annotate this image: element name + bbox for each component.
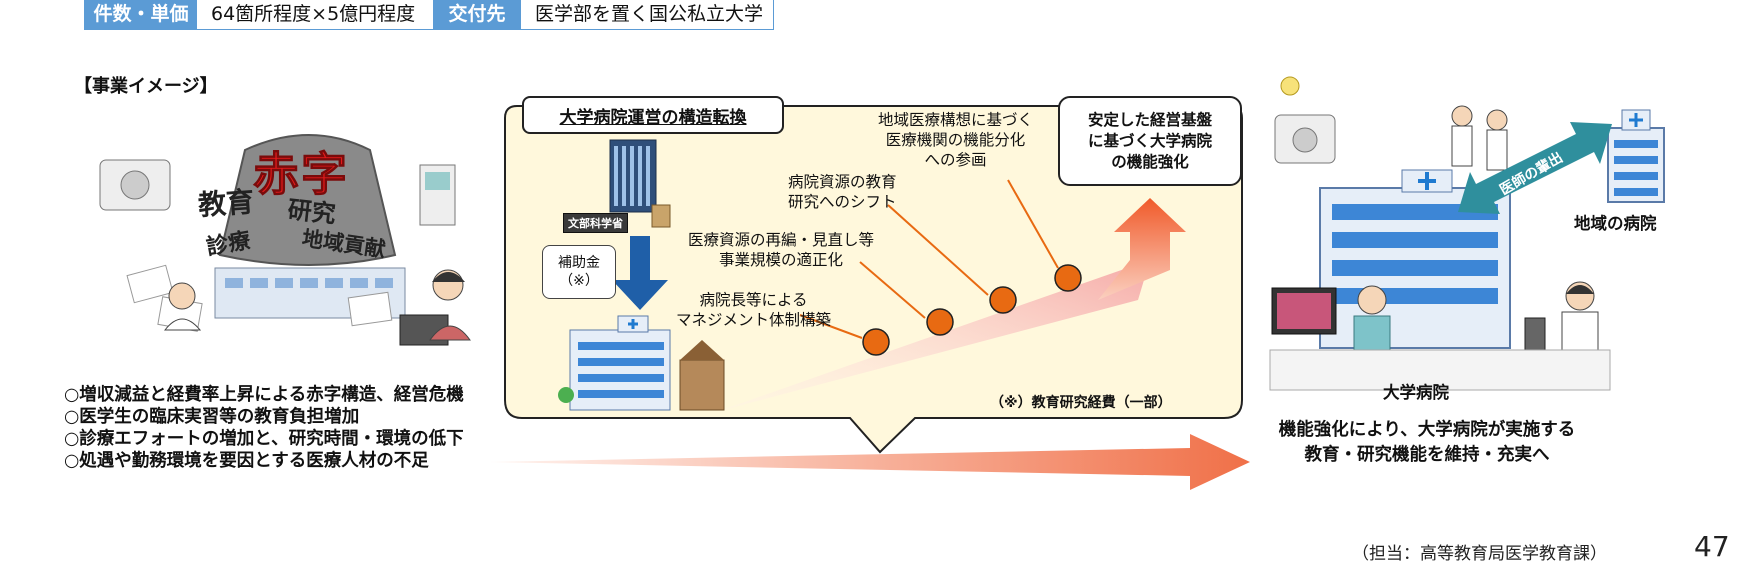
- goal-line: の機能強化: [1111, 152, 1189, 171]
- step-line: 病院長等による: [699, 291, 808, 309]
- problem-item: ○医学生の臨床実習等の教育負担増加: [64, 407, 360, 427]
- info-label-recipient: 交付先: [433, 0, 521, 29]
- tag-education: 教育: [197, 185, 256, 222]
- info-value-count: 64箇所程度×5億円程度: [197, 0, 433, 29]
- deficit-weight-illustration: [99, 134, 471, 346]
- tag-community: 地域貢献: [300, 226, 388, 262]
- step-connectors: [799, 179, 1059, 339]
- subsidy-footnote: （※）教育研究経費（一部）: [990, 395, 1172, 411]
- university-hospital-label: 大学病院: [1383, 383, 1449, 402]
- growth-up-arrow: [1098, 198, 1186, 300]
- outcome-arrow: [490, 434, 1250, 490]
- info-table: 件数・単価 64箇所程度×5億円程度 交付先 医学部を置く国公私立大学: [84, 0, 774, 30]
- problem-item: ○処遇や勤務環境を要因とする医療人材の不足: [64, 451, 429, 471]
- step-dots: [862, 264, 1082, 356]
- title-text: 大学病院運営の構造転換: [559, 107, 747, 128]
- tag-clinical: 診療: [204, 228, 253, 261]
- deficit-illustration: 赤字 教育 研究 診療 地域貢献: [88, 128, 508, 358]
- department-footer: （担当：高等教育局医学教育課）: [1352, 544, 1607, 562]
- university-hospital-illustration: [1269, 76, 1611, 391]
- step-restructure: 医療資源の再編・見直し等 事業規模の適正化: [688, 230, 874, 270]
- conclusion-line: 機能強化により、大学病院が実施する: [1278, 420, 1576, 440]
- problem-list: ○増収減益と経費率上昇による赤字構造、経営危機 ○医学生の臨床実習等の教育負担増…: [64, 384, 464, 472]
- goal-line: に基づく大学病院: [1087, 131, 1212, 150]
- subsidy-label: 補助金: [558, 255, 600, 271]
- structural-transformation-title: 大学病院運営の構造転換: [522, 96, 784, 134]
- ministry-label: 文部科学省: [563, 213, 628, 233]
- step-line: 医療機関の機能分化: [885, 131, 1026, 149]
- goal-line: 安定した経営基盤: [1087, 110, 1212, 129]
- info-value-recipient: 医学部を置く国公私立大学: [521, 0, 773, 29]
- info-label-count: 件数・単価: [85, 0, 197, 29]
- step-line: への参画: [924, 151, 987, 169]
- ministry-building: [609, 139, 671, 228]
- exchange-arrow: [1458, 122, 1612, 214]
- step-line: 病院資源の教育: [788, 173, 897, 191]
- step-management: 病院長等による マネジメント体制構築: [676, 290, 831, 330]
- growth-beam: [716, 260, 1150, 412]
- subsidy-box: 補助金 （※）: [542, 245, 616, 299]
- university-campus: [558, 315, 725, 411]
- page-number: 47: [1694, 530, 1730, 562]
- problem-item: ○増収減益と経費率上昇による赤字構造、経営危機: [64, 385, 464, 405]
- step-line: 地域医療構想に基づく: [878, 111, 1034, 129]
- step-shift: 病院資源の教育 研究へのシフト: [788, 172, 897, 212]
- step-regional-plan: 地域医療構想に基づく 医療機関の機能分化 への参画: [878, 110, 1033, 170]
- step-line: マネジメント体制構築: [676, 311, 832, 329]
- problem-item: ○診療エフォートの増加と、研究時間・環境の低下: [64, 429, 464, 449]
- step-line: 事業規模の適正化: [719, 251, 844, 269]
- step-line: 医療資源の再編・見直し等: [688, 231, 875, 249]
- deficit-headline: 赤字: [253, 147, 349, 202]
- conclusion-text: 機能強化により、大学病院が実施する 教育・研究機能を維持・充実へ: [1262, 418, 1592, 468]
- goal-box: 安定した経営基盤 に基づく大学病院 の機能強化: [1058, 96, 1242, 186]
- step-line: 研究へのシフト: [788, 193, 897, 211]
- ministry-down-arrow: [612, 236, 668, 310]
- section-title: 【事業イメージ】: [74, 76, 218, 97]
- regional-hospital-illustration: [1607, 109, 1665, 203]
- regional-hospital-label: 地域の病院: [1574, 214, 1657, 233]
- subsidy-note-mark: （※）: [559, 273, 599, 289]
- conclusion-line: 教育・研究機能を維持・充実へ: [1304, 445, 1550, 465]
